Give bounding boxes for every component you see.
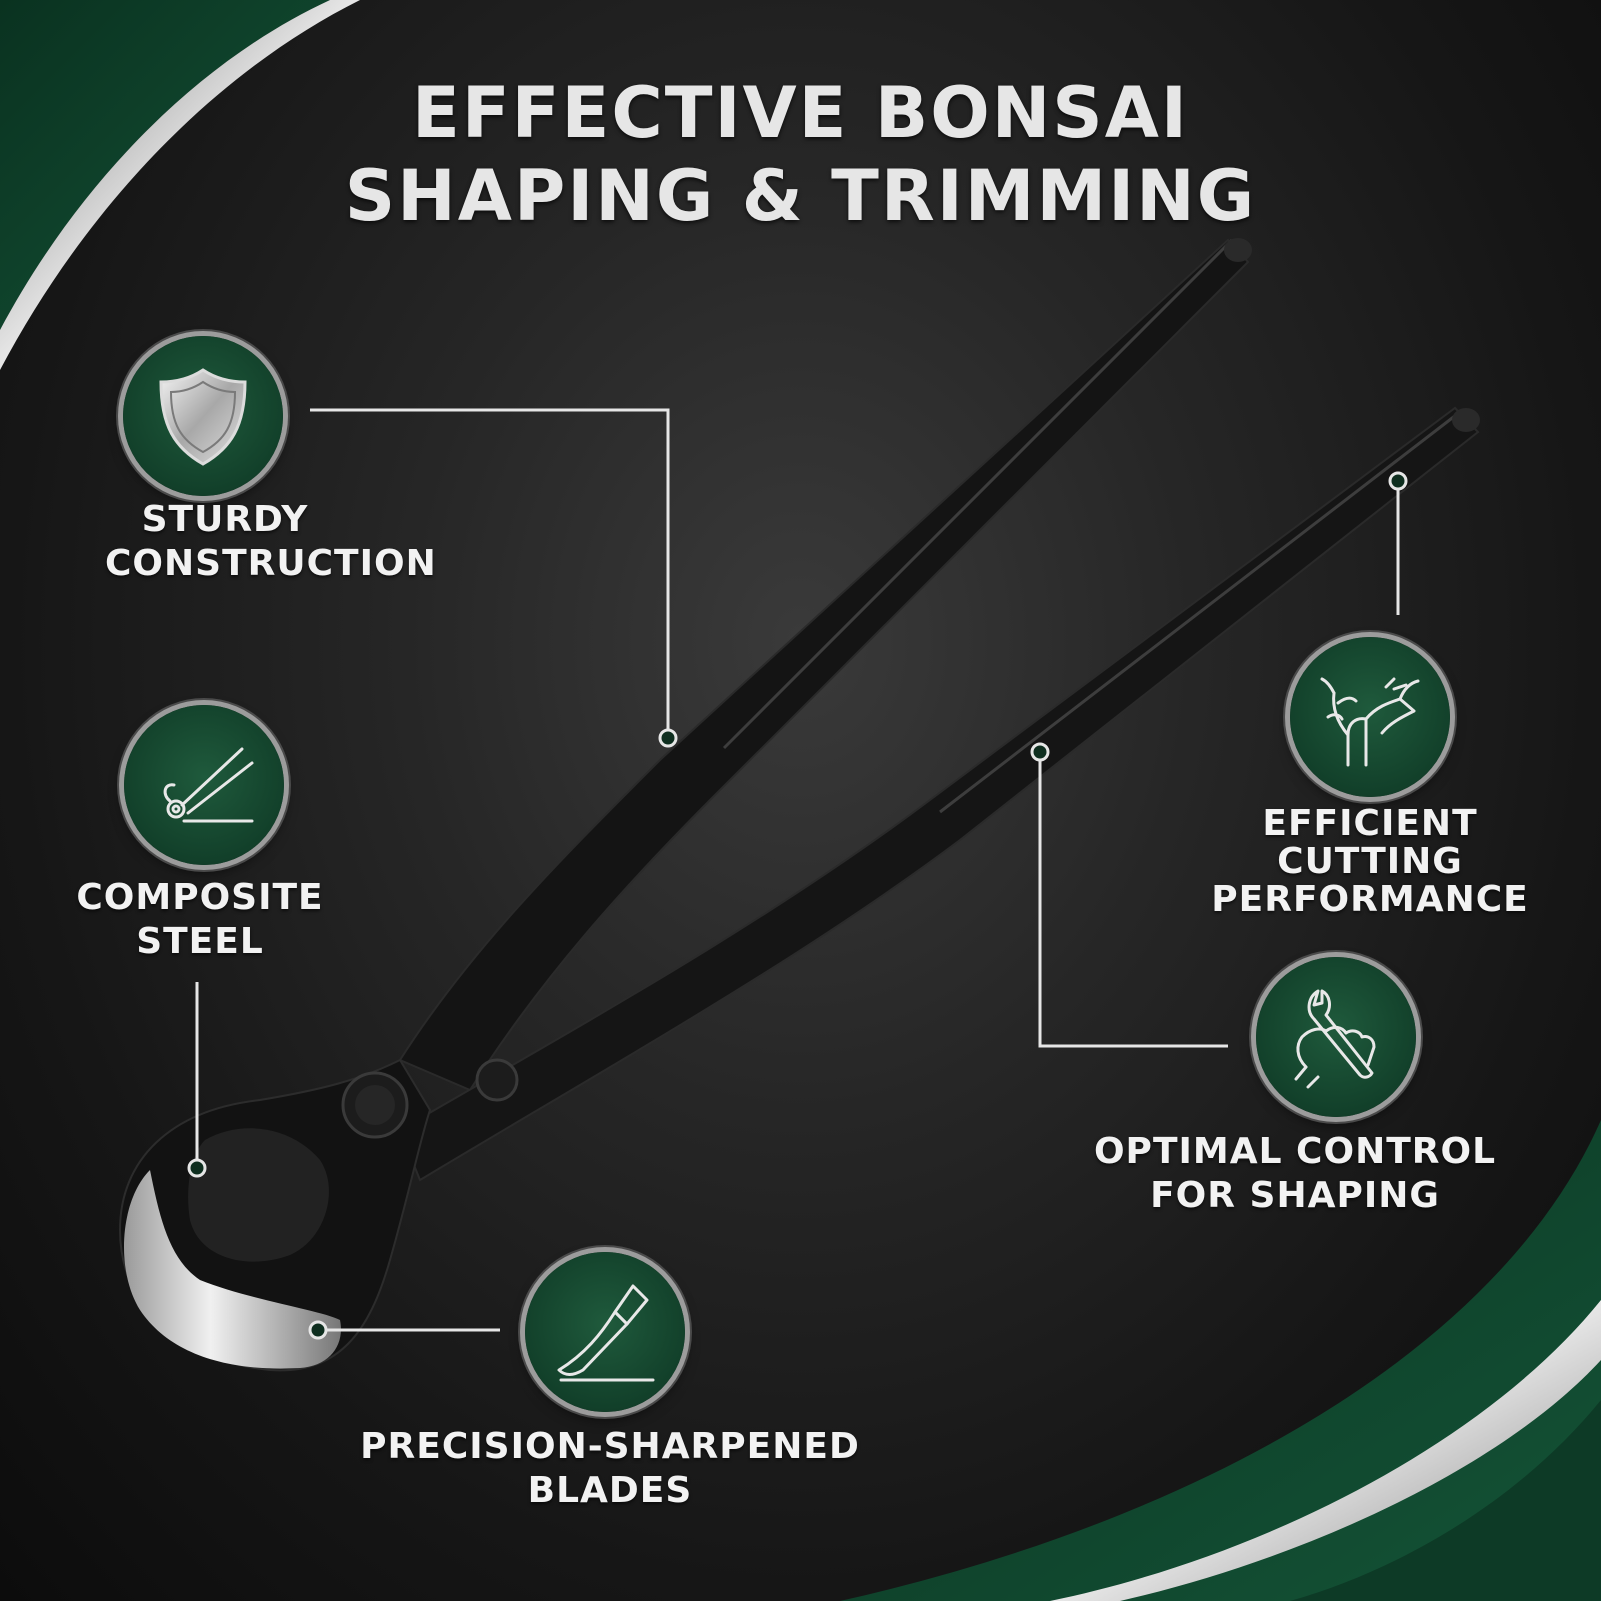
feature-badge-sturdy xyxy=(123,336,283,496)
feature-label-steel: COMPOSITE STEEL xyxy=(60,876,340,964)
feature-label-sturdy: STURDY CONSTRUCTION xyxy=(60,498,437,586)
knife-blade-icon xyxy=(557,1284,655,1382)
feature-badge-control xyxy=(1256,957,1416,1117)
headline-line-2: SHAPING & TRIMMING xyxy=(344,155,1257,237)
feature-label-sturdy-line1: STURDY xyxy=(141,499,309,540)
pliers-icon xyxy=(163,747,254,823)
feature-label-control-line2: FOR SHAPING xyxy=(1150,1175,1440,1216)
shield-icon xyxy=(159,368,247,466)
feature-label-cutting-line1: EFFICIENT xyxy=(1262,803,1478,844)
feature-label-blades-line1: PRECISION-SHARPENED xyxy=(360,1426,860,1467)
feature-label-control-line1: OPTIMAL CONTROL xyxy=(1093,1131,1497,1172)
branch-cutting-icon xyxy=(1320,677,1420,767)
feature-label-steel-line2: STEEL xyxy=(136,921,264,962)
headline-line-1: EFFECTIVE BONSAI xyxy=(412,72,1189,154)
feature-badge-steel xyxy=(124,705,284,865)
feature-label-control: OPTIMAL CONTROL FOR SHAPING xyxy=(1060,1130,1530,1218)
feature-label-cutting: EFFICIENT CUTTING PERFORMANCE xyxy=(1190,805,1550,919)
feature-badge-cutting xyxy=(1290,637,1450,797)
feature-label-sturdy-line2: CONSTRUCTION xyxy=(105,543,437,584)
feature-label-cutting-line3: PERFORMANCE xyxy=(1211,879,1529,920)
feature-label-blades: PRECISION-SHARPENED BLADES xyxy=(322,1425,898,1513)
feature-label-cutting-line2: CUTTING xyxy=(1277,841,1463,882)
hand-wrench-icon xyxy=(1294,989,1376,1089)
feature-badge-blades xyxy=(525,1252,685,1412)
feature-label-blades-line2: BLADES xyxy=(527,1470,693,1511)
feature-label-steel-line1: COMPOSITE xyxy=(76,877,324,918)
